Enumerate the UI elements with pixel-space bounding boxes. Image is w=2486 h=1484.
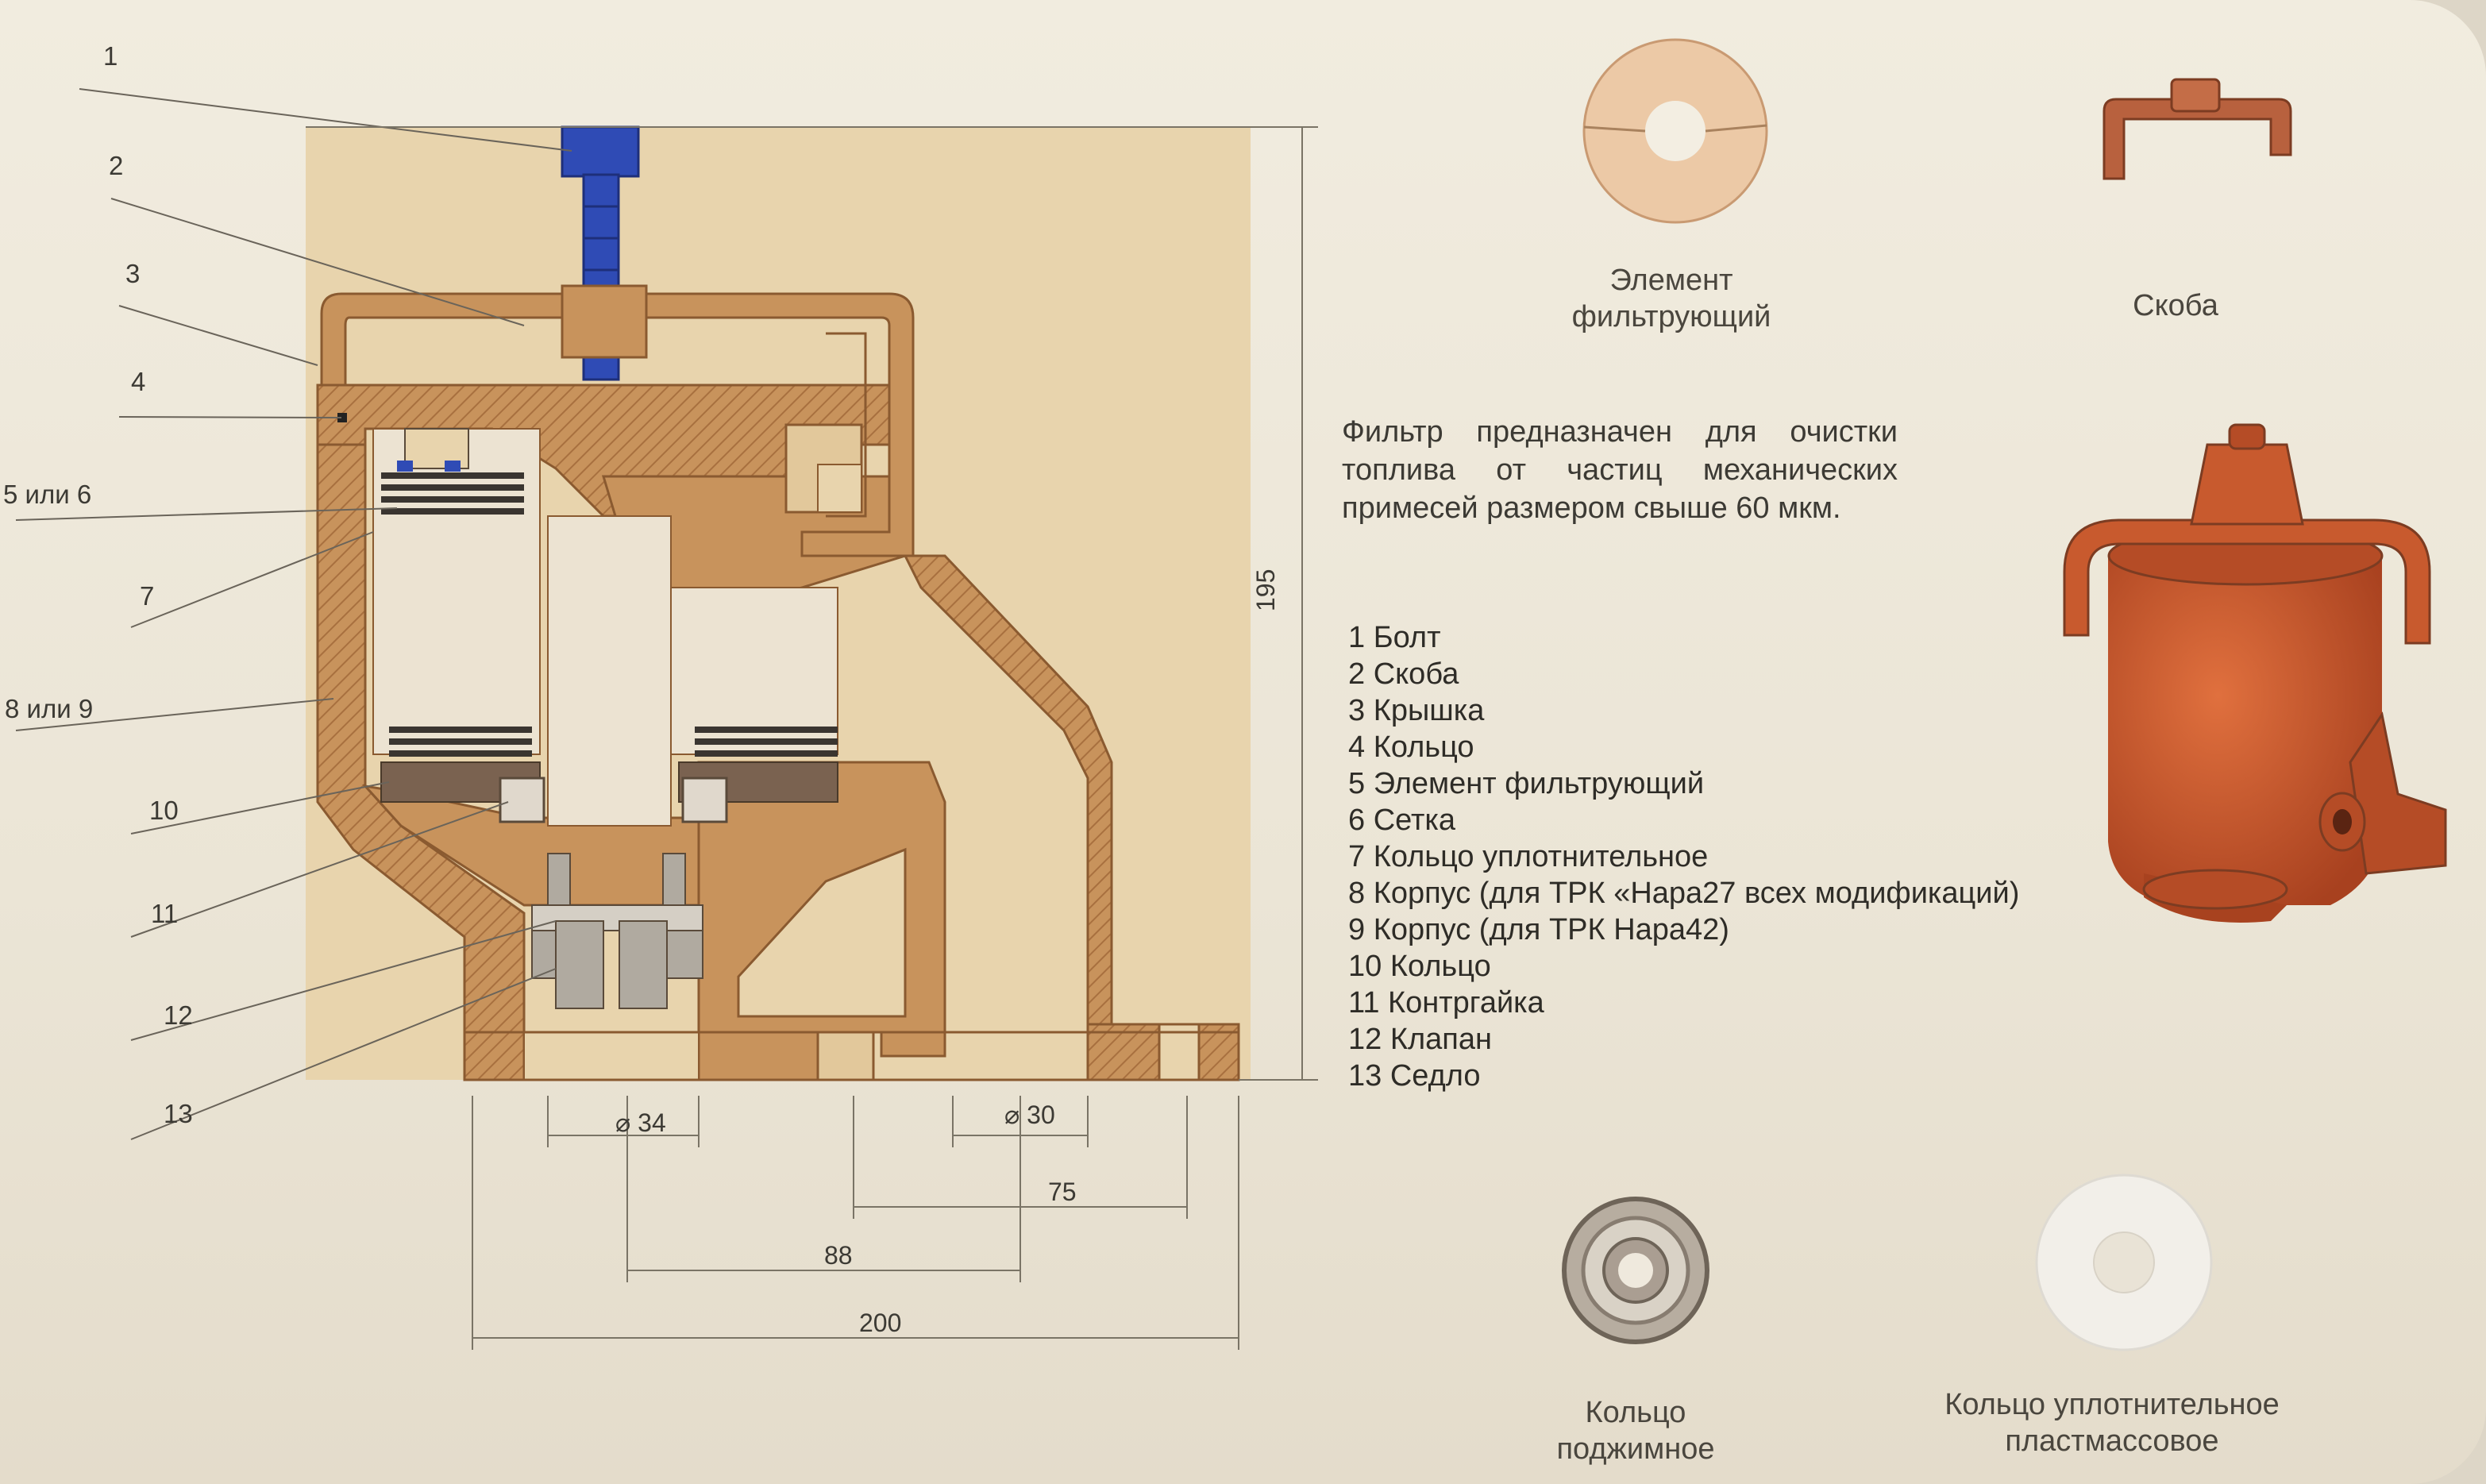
locknut-left <box>499 777 545 823</box>
callout-3: 3 <box>125 259 141 288</box>
caption-filter-element-line1: Элемент <box>1609 264 1733 297</box>
parts-list-item: 3 Крышка <box>1348 694 1485 727</box>
parts-list-item: 1 Болт <box>1348 621 1441 654</box>
parts-list-item: 10 Кольцо <box>1348 950 1491 983</box>
valve <box>531 853 703 1009</box>
dimension-195: 195 <box>1251 569 1280 611</box>
parts-list-item: 4 Кольцо <box>1348 730 1474 764</box>
plastic-seal-ring-photo <box>2035 1174 2213 1351</box>
inlet-port-right <box>816 1031 875 1081</box>
mesh-bottom-left <box>389 727 532 757</box>
clamp-ring-photo <box>1562 1197 1709 1344</box>
body-cavity <box>737 847 907 1018</box>
bracket-photo <box>2103 78 2292 180</box>
caption-clamp-ring-line1: Кольцо <box>1585 1396 1686 1429</box>
mesh-top-left <box>381 461 524 515</box>
leader-lines <box>15 88 572 1140</box>
parts-list: 1 Болт 2 Скоба 3 Крышка 4 Кольцо 5 Элеме… <box>1348 619 2019 1094</box>
parts-list-item: 6 Сетка <box>1348 804 1456 837</box>
inlet-port <box>523 1031 700 1081</box>
dimension-lines <box>306 126 1318 1350</box>
dimension-d34: ⌀ 34 <box>615 1108 666 1137</box>
caption-plastic-seal-ring: Кольцо уплотнительное пластмассовое <box>1937 1386 2287 1459</box>
parts-list-item: 13 Седло <box>1348 1059 1481 1093</box>
callout-12: 12 <box>164 1000 193 1030</box>
parts-list-item: 7 Кольцо уплотнительное <box>1348 840 1709 873</box>
callout-1: 1 <box>103 41 118 71</box>
caption-clamp-ring-line2: поджимное <box>1556 1432 1715 1466</box>
callout-11: 11 <box>151 899 179 928</box>
callout-5-6: 5 или 6 <box>3 480 92 509</box>
callout-10: 10 <box>149 796 179 825</box>
callout-4: 4 <box>131 367 146 396</box>
bolt-head <box>561 125 640 178</box>
parts-list-item: 12 Клапан <box>1348 1023 1492 1056</box>
dimension-88: 88 <box>824 1241 853 1270</box>
bracket <box>320 292 915 557</box>
caption-filter-element-line2: фильтрующий <box>1571 300 1771 333</box>
caption-filter-element: Элемент фильтрующий <box>1544 262 1798 335</box>
callout-7: 7 <box>140 581 155 611</box>
bracket-boss <box>561 284 648 359</box>
parts-list-item: 9 Корпус (для ТРК Нара42) <box>1348 913 1729 946</box>
locknut-right <box>681 777 728 823</box>
callout-8-9: 8 или 9 <box>5 694 94 723</box>
dimension-200: 200 <box>859 1309 901 1337</box>
filter-element-left <box>372 428 541 755</box>
mesh-bottom-right <box>695 727 838 757</box>
dimension-75: 75 <box>1048 1178 1077 1206</box>
caption-plastic-seal-ring-line1: Кольцо уплотнительное <box>1944 1388 2280 1421</box>
caption-bracket: Скоба <box>2133 289 2218 322</box>
parts-list-item: 11 Контргайка <box>1348 986 1544 1020</box>
assembled-filter-photo <box>2063 423 2447 923</box>
filter-element-photo <box>1582 38 1768 224</box>
callout-13: 13 <box>164 1099 193 1128</box>
caption-clamp-ring: Кольцо поджимное <box>1509 1394 1763 1467</box>
ring-4 <box>337 413 347 422</box>
dimension-d30: ⌀ 30 <box>1004 1100 1055 1129</box>
filter-description: Фильтр предназначен для очистки топлива … <box>1342 415 1898 525</box>
callout-2: 2 <box>109 151 124 180</box>
parts-list-item: 8 Корпус (для ТРК «Нара27 всех модификац… <box>1348 877 2020 910</box>
parts-list-item: 2 Скоба <box>1348 657 1459 691</box>
caption-plastic-seal-ring-line2: пластмассовое <box>2005 1424 2219 1458</box>
parts-list-item: 5 Элемент фильтрующий <box>1348 767 1705 800</box>
outlet-port <box>1158 1023 1201 1081</box>
central-tube <box>547 515 672 827</box>
